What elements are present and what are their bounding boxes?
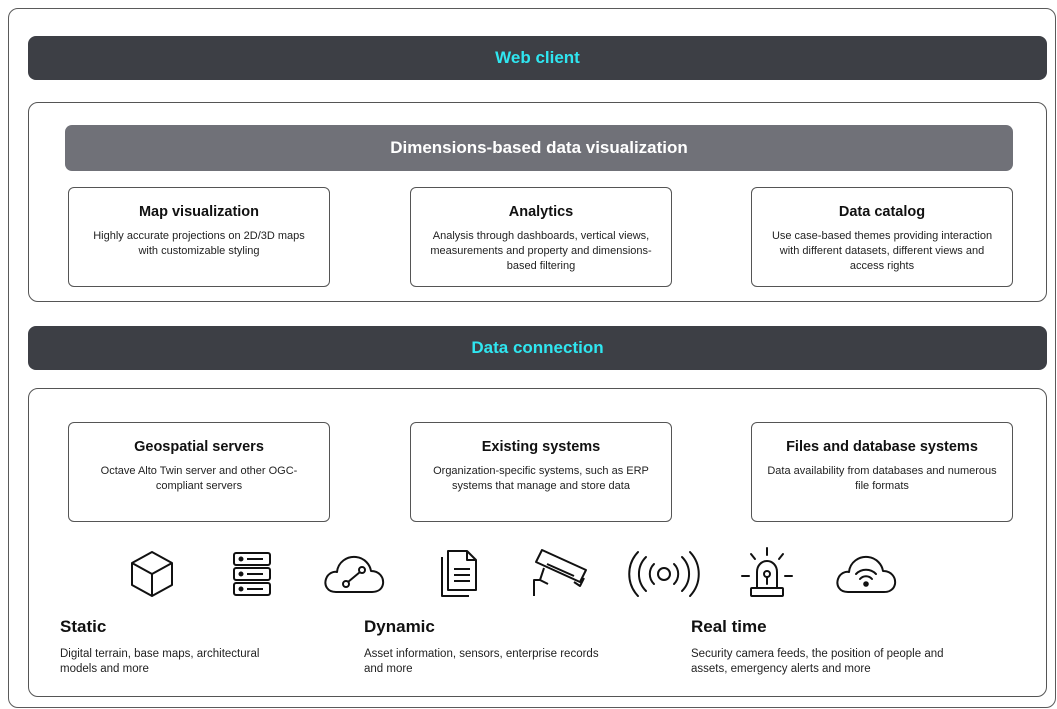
card-files-databases: Files and database systems Data availabi… [751,422,1013,522]
category-title: Dynamic [364,617,435,636]
web-client-title: Web client [495,48,580,67]
card-data-catalog: Data catalog Use case-based themes provi… [751,187,1013,287]
category-description: Asset information, sensors, enterprise r… [364,648,599,675]
card-title: Data catalog [838,204,926,220]
security-camera-icon [527,544,593,604]
category-description: Digital terrain, base maps, architectura… [60,648,260,675]
visualization-bar: Dimensions-based data visualization [65,125,1013,171]
alarm-beacon-icon [734,544,800,604]
card-title: Geospatial servers [134,439,264,455]
card-title: Existing systems [481,439,601,455]
card-geospatial-servers: Geospatial servers Octave Alto Twin serv… [68,422,330,522]
document-icon [426,544,492,604]
card-map-visualization: Map visualization Highly accurate projec… [68,187,330,287]
data-connection-panel: Geospatial servers Octave Alto Twin serv… [28,388,1047,697]
card-title: Map visualization [138,204,260,220]
server-stack-icon [219,544,285,604]
category-title: Static [60,617,107,636]
category-title: Real time [691,617,767,636]
category-dynamic: Dynamic Asset information, sensors, ente… [364,617,604,677]
web-client-panel: Dimensions-based data visualization Map … [28,102,1047,302]
card-description: Organization-specific systems, such as E… [433,465,649,492]
card-description: Data availability from databases and num… [767,465,997,492]
card-existing-systems: Existing systems Organization-specific s… [410,422,672,522]
visualization-title: Dimensions-based data visualization [390,138,688,157]
data-connection-bar: Data connection [28,326,1047,370]
card-title: Files and database systems [786,439,978,455]
diagram-frame [8,8,1056,708]
card-description: Use case-based themes providing interact… [771,230,993,272]
web-client-bar: Web client [28,36,1047,80]
card-description: Highly accurate projections on 2D/3D map… [93,230,305,257]
broadcast-signal-icon [628,544,700,604]
card-description: Octave Alto Twin server and other OGC-co… [100,465,298,492]
cloud-connection-icon [321,544,387,604]
category-description: Security camera feeds, the position of p… [691,648,944,675]
card-analytics: Analytics Analysis through dashboards, v… [410,187,672,287]
cloud-wifi-icon [833,544,899,604]
card-title: Analytics [508,204,574,220]
data-connection-title: Data connection [471,338,604,357]
cube-icon [119,544,185,604]
card-description: Analysis through dashboards, vertical vi… [430,230,652,272]
category-real-time: Real time Security camera feeds, the pos… [691,617,971,677]
category-static: Static Digital terrain, base maps, archi… [60,617,275,677]
